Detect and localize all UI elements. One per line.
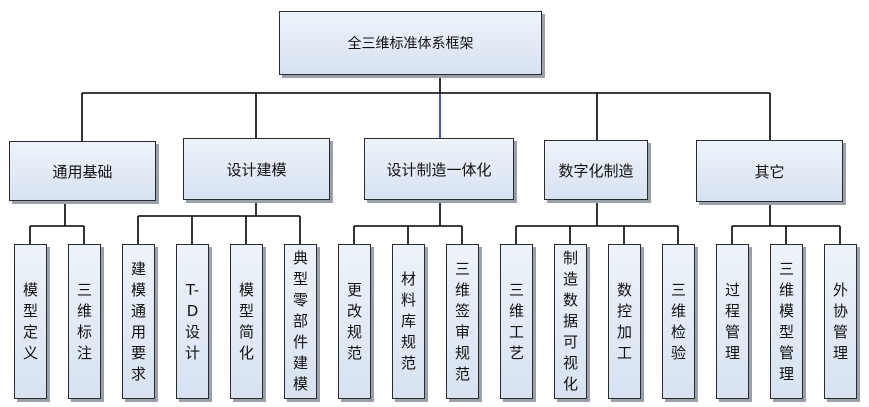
leaf-box-cnc-machining: 数 控 加 工	[608, 244, 641, 399]
leaf-label: 三 维 签 审 规 范	[454, 259, 470, 383]
leaf-box-modeling-general-requirements: 建 模 通 用 要 求	[122, 244, 155, 399]
leaf-box-3d-model-management: 三 维 模 型 管 理	[770, 244, 803, 399]
leaf-label: 数 控 加 工	[616, 280, 632, 362]
leaf-label: 过 程 管 理	[724, 280, 740, 362]
leaf-label: T- D 设 计	[184, 280, 200, 362]
category-box-other: 其它	[696, 140, 843, 202]
leaf-label: 建 模 通 用 要 求	[130, 259, 146, 383]
leaf-label: 外 协 管 理	[832, 280, 848, 362]
root-label: 全三维标准体系框架	[347, 36, 474, 52]
leaf-label: 三 维 标 注	[76, 280, 92, 362]
leaf-box-model-simplification: 模 型 简 化	[230, 244, 263, 399]
leaf-box-material-library-specification: 材 料 库 规 范	[392, 244, 425, 399]
leaf-label: 制 造 数 据 可 视 化	[562, 249, 578, 393]
category-label: 数字化制造	[558, 161, 634, 180]
category-label: 设计制造一体化	[386, 160, 492, 179]
leaf-box-change-specification: 更 改 规 范	[338, 244, 371, 399]
leaf-box-outsourcing-management: 外 协 管 理	[824, 244, 857, 399]
leaf-box-3d-inspection: 三 维 检 验	[662, 244, 695, 399]
category-box-design-modeling: 设计建模	[183, 138, 330, 200]
leaf-box-t-d-design: T- D 设 计	[176, 244, 209, 399]
category-box-design-manufacturing-integration: 设计制造一体化	[364, 138, 514, 200]
leaf-box-manufacturing-data-visualization: 制 造 数 据 可 视 化	[554, 244, 587, 399]
category-label: 设计建模	[226, 160, 287, 179]
leaf-label: 模 型 简 化	[238, 280, 254, 362]
leaf-box-model-definition: 模 型 定 义	[14, 244, 47, 399]
root-box: 全三维标准体系框架	[279, 11, 542, 75]
leaf-label: 三 维 模 型 管 理	[778, 259, 794, 383]
leaf-label: 模 型 定 义	[22, 280, 38, 362]
leaf-box-3d-process: 三 维 工 艺	[500, 244, 533, 399]
leaf-label: 更 改 规 范	[346, 280, 362, 362]
category-label: 其它	[754, 162, 785, 181]
leaf-box-typical-part-modeling: 典 型 零 部 件 建 模	[284, 244, 317, 399]
leaf-label: 典 型 零 部 件 建 模	[292, 249, 308, 393]
leaf-box-3d-signoff-specification: 三 维 签 审 规 范	[446, 244, 479, 399]
category-box-general-basis: 通用基础	[9, 141, 156, 201]
leaf-label: 材 料 库 规 范	[400, 270, 416, 372]
category-label: 通用基础	[52, 162, 113, 181]
leaf-box-3d-annotation: 三 维 标 注	[68, 244, 101, 399]
leaf-box-process-management: 过 程 管 理	[716, 244, 749, 399]
category-box-digital-manufacturing: 数字化制造	[544, 140, 648, 200]
leaf-label: 三 维 工 艺	[508, 280, 524, 362]
leaf-label: 三 维 检 验	[670, 280, 686, 362]
